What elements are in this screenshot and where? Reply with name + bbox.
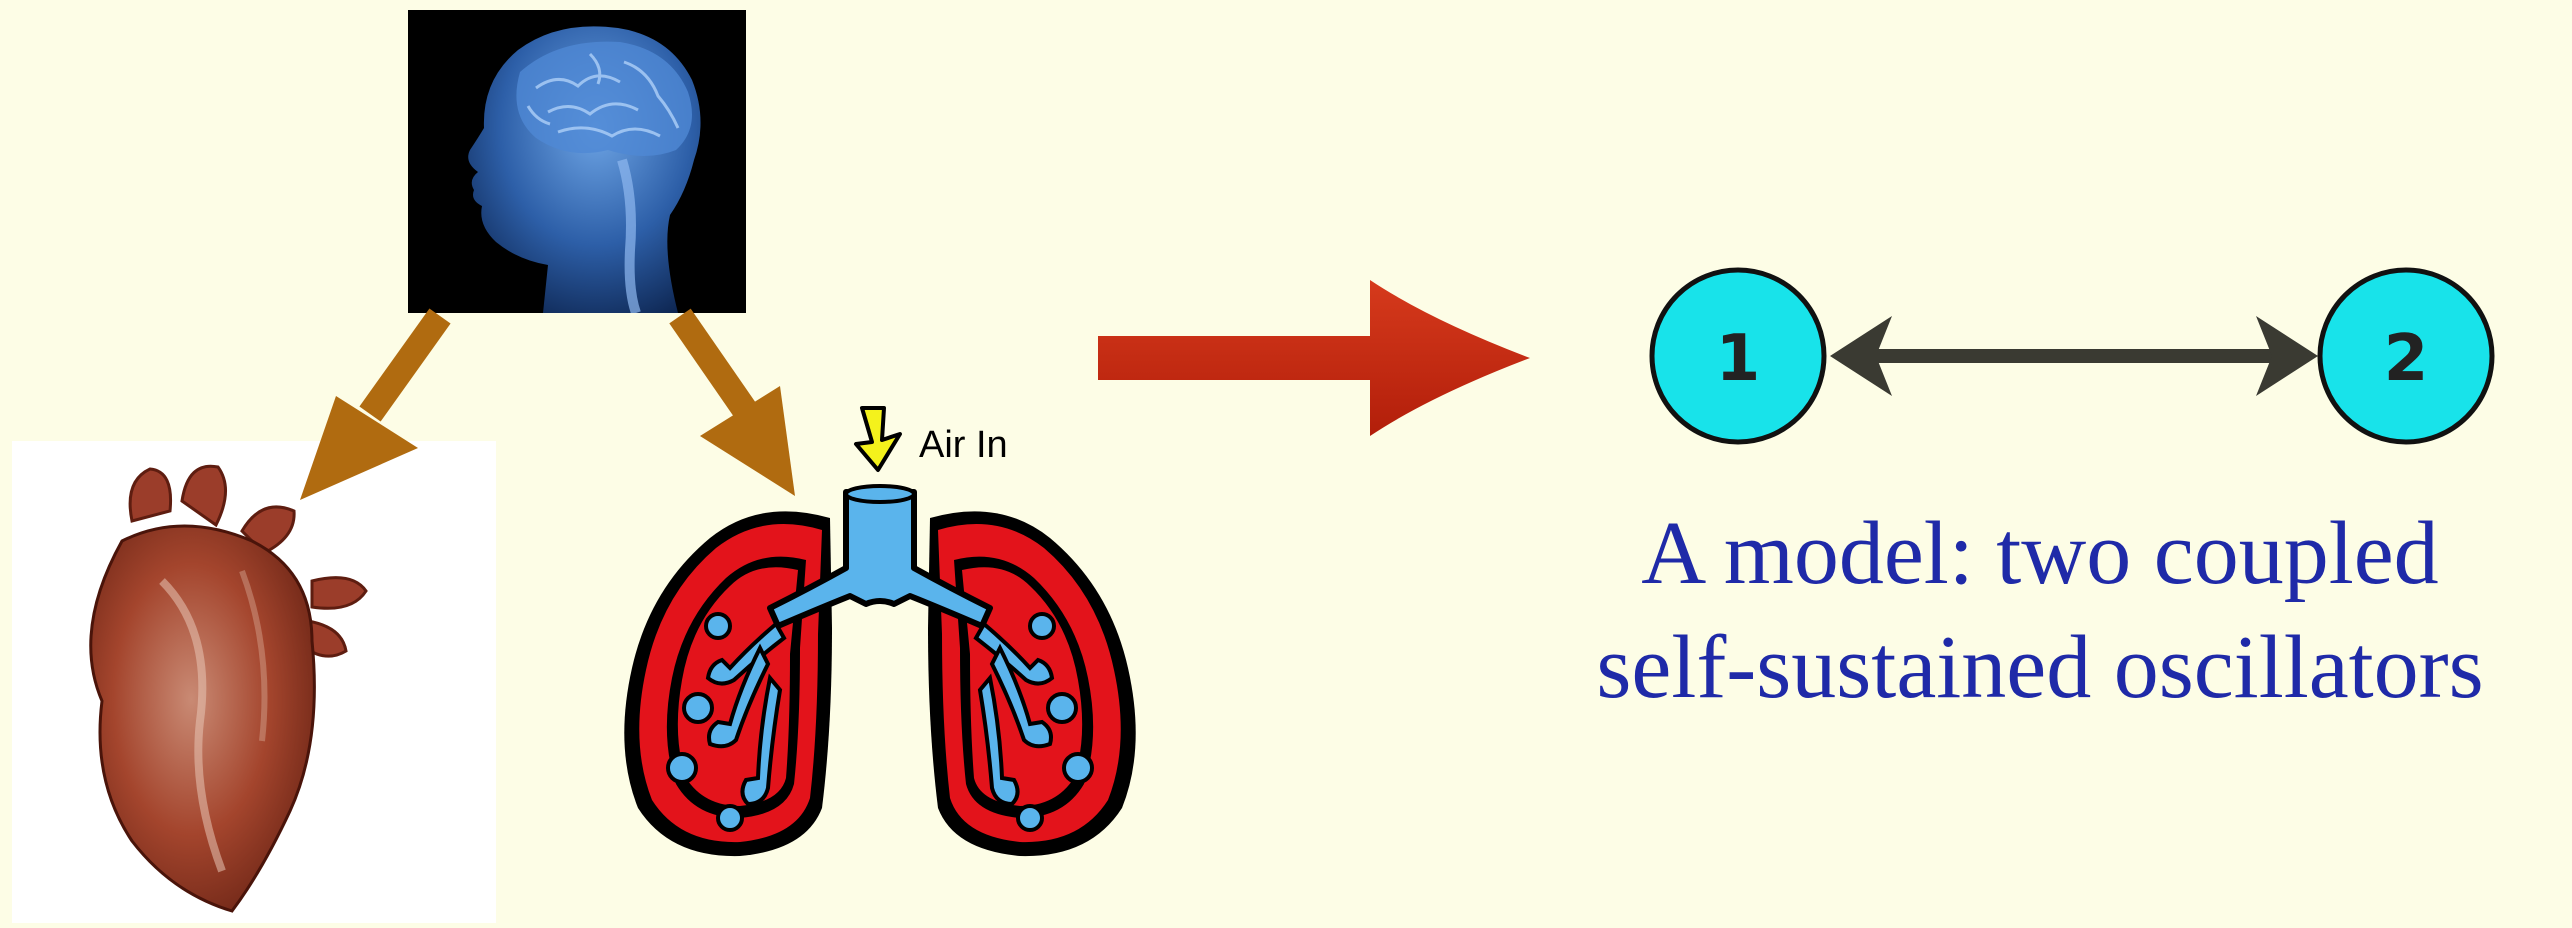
- caption-line-2: self-sustained oscillators: [1540, 611, 2540, 725]
- brain-to-heart-arrow: [300, 316, 440, 500]
- node-1-label: 1: [1716, 322, 1761, 396]
- model-caption: A model: two coupled self-sustained osci…: [1540, 497, 2540, 725]
- node-1: 1: [1652, 270, 1824, 442]
- node-2-label: 2: [2384, 322, 2429, 396]
- coupling-link: [1830, 316, 2318, 396]
- main-arrow: [1090, 270, 1540, 450]
- feedback-arrows: [0, 0, 1100, 520]
- lungs-image: [610, 478, 1150, 873]
- brain-to-lungs-arrow: [680, 316, 795, 496]
- oscillator-diagram: 1 2: [1630, 260, 2510, 460]
- node-2: 2: [2320, 270, 2492, 442]
- caption-line-1: A model: two coupled: [1540, 497, 2540, 611]
